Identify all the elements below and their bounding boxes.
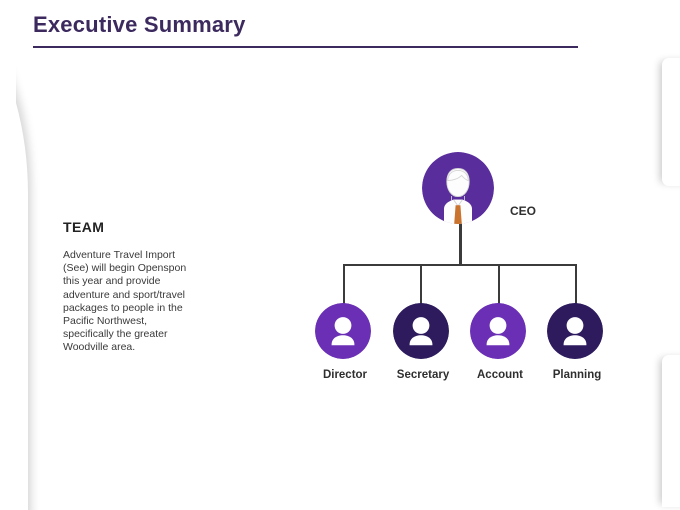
- connector-horizontal-bus: [343, 264, 576, 266]
- executive-avatar-icon: [422, 152, 494, 224]
- person-avatar-icon: [470, 303, 526, 359]
- slide-left-edge-fill: [0, 0, 16, 510]
- connector-drop-secretary: [420, 264, 422, 304]
- connector-drop-planning: [575, 264, 577, 304]
- org-node-label-secretary: Secretary: [396, 369, 450, 381]
- adjacent-slide-panel-bottom[interactable]: [662, 355, 680, 507]
- team-text-block: TEAM Adventure Travel Import (See) will …: [63, 219, 213, 355]
- connector-drop-account: [498, 264, 500, 304]
- org-node-planning[interactable]: Planning: [547, 303, 607, 381]
- connector-drop-director: [343, 264, 345, 304]
- org-node-director[interactable]: Director: [315, 303, 375, 381]
- page-title: Executive Summary: [33, 12, 246, 37]
- org-node-account[interactable]: Account: [470, 303, 530, 381]
- org-node-secretary[interactable]: Secretary: [393, 303, 453, 381]
- person-avatar-icon: [393, 303, 449, 359]
- org-node-label-director: Director: [322, 369, 368, 381]
- org-node-label-ceo: CEO: [510, 204, 537, 218]
- team-heading: TEAM: [63, 219, 105, 235]
- title-underline-rule: [33, 46, 578, 48]
- person-avatar-icon: [315, 303, 371, 359]
- org-node-ceo[interactable]: CEO: [422, 152, 536, 224]
- org-node-label-planning: Planning: [552, 369, 602, 381]
- connector-ceo-stem: [459, 223, 462, 265]
- person-avatar-icon: [547, 303, 603, 359]
- adjacent-slide-panel-top[interactable]: [662, 58, 680, 186]
- org-node-label-account: Account: [477, 369, 523, 381]
- team-body-paragraph: Adventure Travel Import (See) will begin…: [63, 249, 187, 354]
